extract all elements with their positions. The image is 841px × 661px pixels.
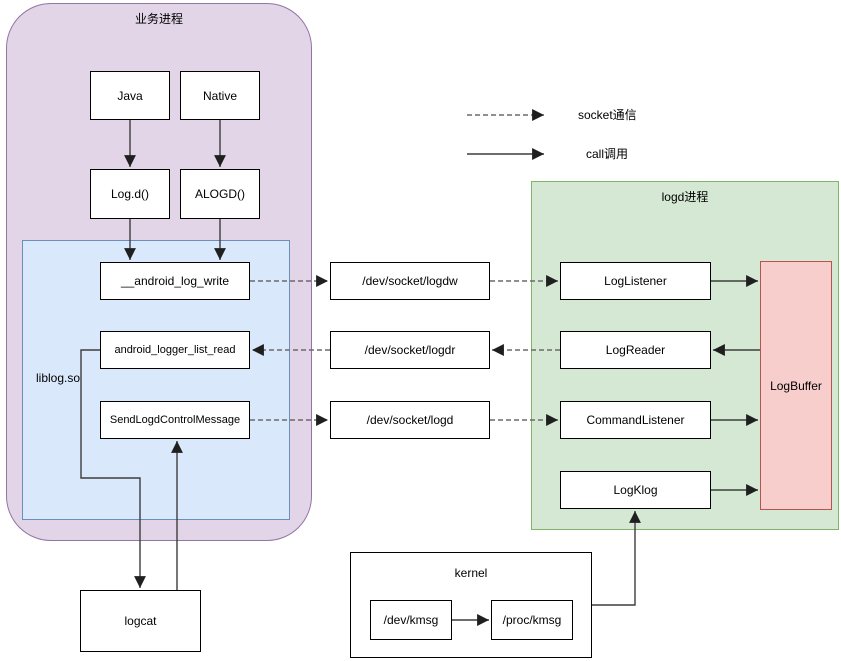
liblog-label: liblog.so	[35, 371, 81, 385]
socket-logd-label: /dev/socket/logd	[366, 413, 454, 427]
node-logcat: logcat	[80, 590, 201, 652]
node-android-logger-list-read: android_logger_list_read	[100, 331, 250, 369]
socket-logdw-label: /dev/socket/logdw	[362, 274, 458, 288]
node-android-log-write: __android_log_write	[100, 262, 250, 300]
log-buffer-label: LogBuffer	[770, 378, 822, 393]
node-java: Java	[90, 71, 170, 120]
node-send-logd-control-message: SendLogdControlMessage	[100, 401, 250, 439]
node-log-reader: LogReader	[560, 331, 711, 369]
node-socket-logdr: /dev/socket/logdr	[330, 331, 490, 369]
node-native: Native	[180, 71, 260, 120]
dev-kmsg-label: /dev/kmsg	[383, 613, 439, 627]
java-label: Java	[117, 88, 143, 103]
alogd-label: ALOGD()	[194, 187, 245, 201]
native-label: Native	[202, 88, 237, 103]
log-reader-label: LogReader	[605, 343, 666, 357]
node-alogd: ALOGD()	[180, 169, 260, 219]
node-log-klog: LogKlog	[560, 471, 711, 509]
proc-kmsg-label: /proc/kmsg	[502, 613, 562, 627]
node-socket-logd: /dev/socket/logd	[330, 401, 490, 439]
node-proc-kmsg: /proc/kmsg	[491, 600, 573, 640]
legend-socket-label: socket通信	[578, 108, 637, 122]
kernel-title: kernel	[454, 566, 488, 580]
business-process-title: 业务进程	[134, 12, 183, 26]
node-command-listener: CommandListener	[560, 401, 711, 439]
logd-process-title: logd进程	[661, 190, 709, 204]
node-log-listener: LogListener	[560, 262, 711, 300]
log-klog-label: LogKlog	[613, 483, 658, 497]
android-logger-list-read-label: android_logger_list_read	[114, 344, 236, 356]
logcat-label: logcat	[124, 614, 157, 628]
node-dev-kmsg: /dev/kmsg	[370, 600, 452, 640]
android-log-write-label: __android_log_write	[120, 274, 230, 288]
command-listener-label: CommandListener	[586, 413, 685, 427]
node-log-buffer: LogBuffer	[760, 261, 832, 510]
node-socket-logdw: /dev/socket/logdw	[330, 262, 490, 300]
log-listener-label: LogListener	[604, 274, 667, 288]
log-d-label: Log.d()	[110, 187, 150, 201]
socket-logdr-label: /dev/socket/logdr	[364, 343, 456, 357]
legend-call-label: call调用	[586, 147, 629, 161]
send-logd-control-message-label: SendLogdControlMessage	[109, 414, 241, 426]
node-log-d: Log.d()	[90, 169, 170, 219]
